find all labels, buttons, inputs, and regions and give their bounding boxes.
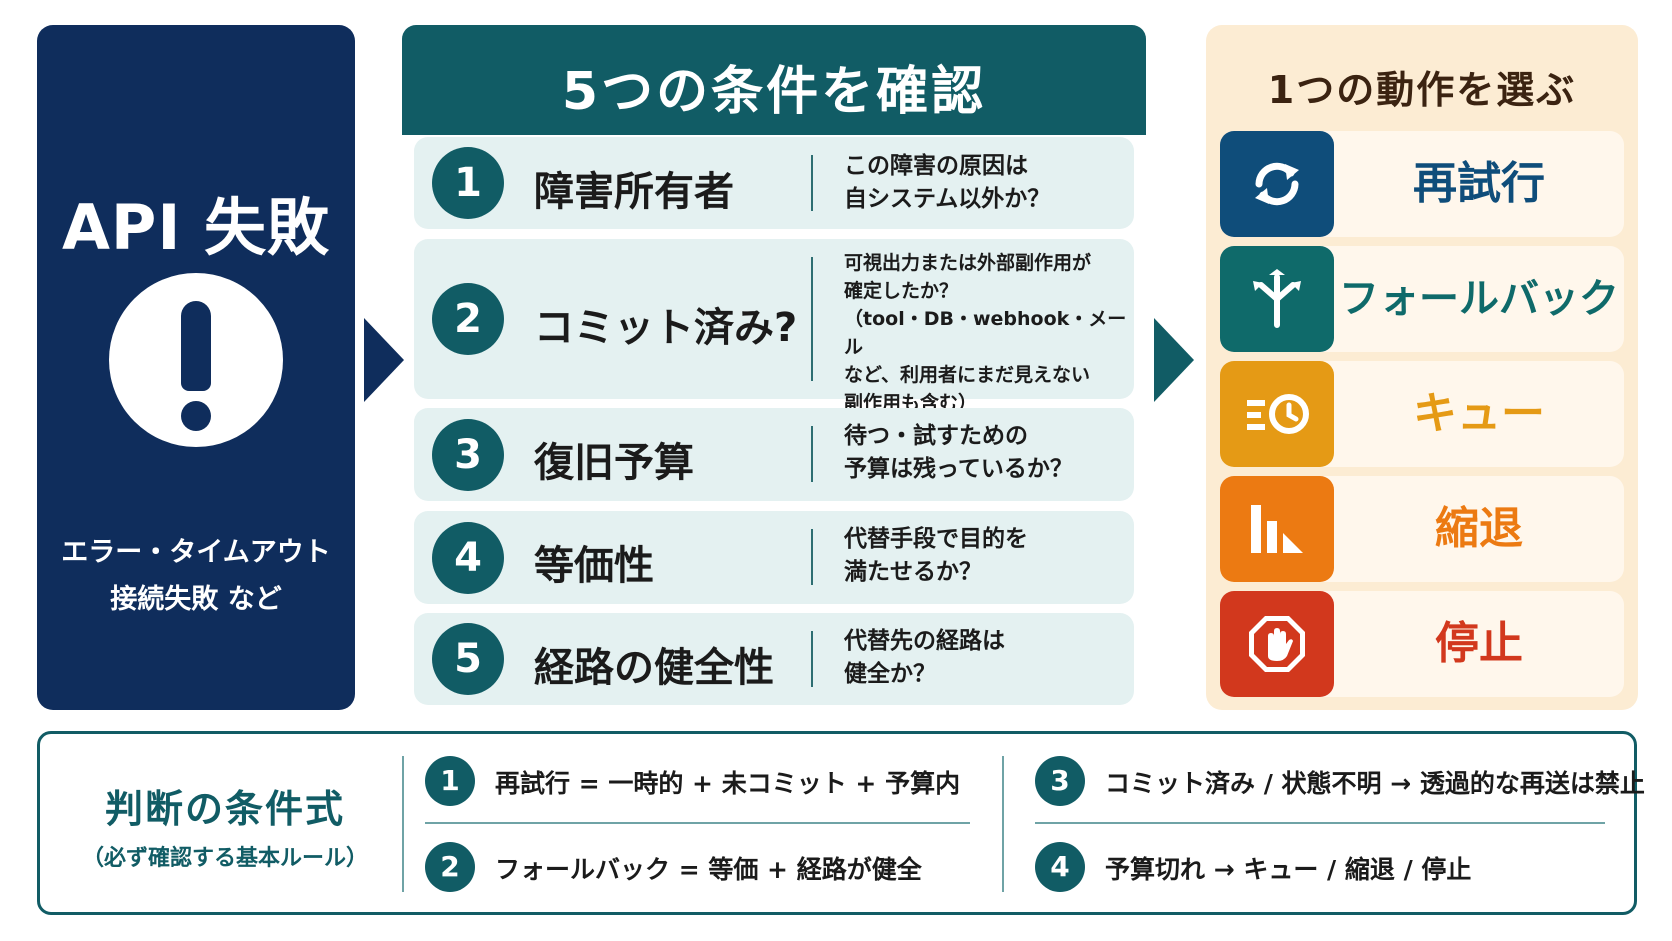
flow-arrow-right-icon xyxy=(1154,318,1194,402)
queue-clock-icon xyxy=(1220,361,1334,467)
rule-text: コミット済み / 状態不明 → 透過的な再送は禁止 xyxy=(1105,769,1645,798)
condition-label: 等価性 xyxy=(534,543,654,589)
degrade-bars-icon xyxy=(1220,476,1334,582)
exclamation-icon xyxy=(109,273,283,447)
stop-hand-icon xyxy=(1220,591,1334,697)
rules-title: 判断の条件式 xyxy=(104,787,345,831)
action-stop: 停止 xyxy=(1220,591,1624,697)
action-label: 再試行 xyxy=(1413,158,1545,209)
condition-label: 障害所有者 xyxy=(534,169,734,215)
condition-card-1: 1 障害所有者 この障害の原因は 自システム以外か？ xyxy=(414,137,1134,229)
rules-panel: 判断の条件式 （必ず確認する基本ルール） 1 再試行 = 一時的 + 未コミット… xyxy=(37,731,1645,915)
rule-number: 3 xyxy=(1035,756,1085,806)
refresh-icon xyxy=(1220,131,1334,237)
action-retry: 再試行 xyxy=(1220,131,1624,237)
condition-question: 待つ・試すための 予算は残っているか？ xyxy=(844,423,1073,482)
condition-question: 代替手段で目的を 満たせるか？ xyxy=(844,526,1028,585)
rule-text: 再試行 = 一時的 + 未コミット + 予算内 xyxy=(495,769,961,798)
condition-label: 復旧予算 xyxy=(534,440,694,486)
condition-card-5: 5 経路の健全性 代替先の経路は 健全か？ xyxy=(414,613,1134,705)
condition-number: 4 xyxy=(432,522,504,594)
condition-question: この障害の原因は 自システム以外か？ xyxy=(844,153,1051,212)
condition-question: 代替先の経路は 健全か？ xyxy=(844,628,1005,687)
failure-title: API 失敗 xyxy=(61,191,331,264)
rule-number: 4 xyxy=(1035,842,1085,892)
condition-question: 可視出力または外部副作用が 確定したか？ （tool・DB・webhook・メー… xyxy=(844,252,1127,414)
action-label: 縮退 xyxy=(1435,503,1523,554)
rule-text: フォールバック = 等価 + 経路が健全 xyxy=(495,855,922,884)
condition-label: 経路の健全性 xyxy=(534,645,774,691)
conditions-title: 5つの条件を確認 xyxy=(561,62,987,122)
action-label: 停止 xyxy=(1435,618,1523,669)
fork-arrows-icon xyxy=(1220,246,1334,352)
condition-number: 1 xyxy=(432,147,504,219)
rules-subtitle: （必ず確認する基本ルール） xyxy=(81,846,368,871)
action-label: キュー xyxy=(1413,388,1545,439)
condition-card-2: 2 コミット済み? 可視出力または外部副作用が 確定したか？ （tool・DB・… xyxy=(414,239,1134,414)
failure-examples-line2: 接続失敗 など xyxy=(110,584,282,615)
failure-examples-line1: エラー・タイムアウト xyxy=(61,537,331,568)
rule-number: 2 xyxy=(425,842,475,892)
action-queue: キュー xyxy=(1220,361,1624,467)
actions-title: 1つの動作を選ぶ xyxy=(1267,68,1577,112)
condition-number: 3 xyxy=(432,419,504,491)
flow-arrow-right-icon xyxy=(364,318,404,402)
condition-card-3: 3 復旧予算 待つ・試すための 予算は残っているか？ xyxy=(414,408,1134,501)
action-fallback: フォールバック xyxy=(1220,246,1624,352)
action-degrade: 縮退 xyxy=(1220,476,1624,582)
conditions-header: 5つの条件を確認 xyxy=(402,25,1146,135)
condition-number: 2 xyxy=(432,283,504,355)
failure-panel: API 失敗 エラー・タイムアウト 接続失敗 など xyxy=(37,25,355,710)
rule-number: 1 xyxy=(425,756,475,806)
action-label: フォールバック xyxy=(1339,276,1619,322)
condition-number: 5 xyxy=(432,623,504,695)
condition-card-4: 4 等価性 代替手段で目的を 満たせるか？ xyxy=(414,511,1134,604)
actions-panel: 1つの動作を選ぶ 再試行 フォールバック xyxy=(1206,25,1638,710)
condition-label: コミット済み? xyxy=(534,305,798,351)
rule-text: 予算切れ → キュー / 縮退 / 停止 xyxy=(1105,855,1472,884)
